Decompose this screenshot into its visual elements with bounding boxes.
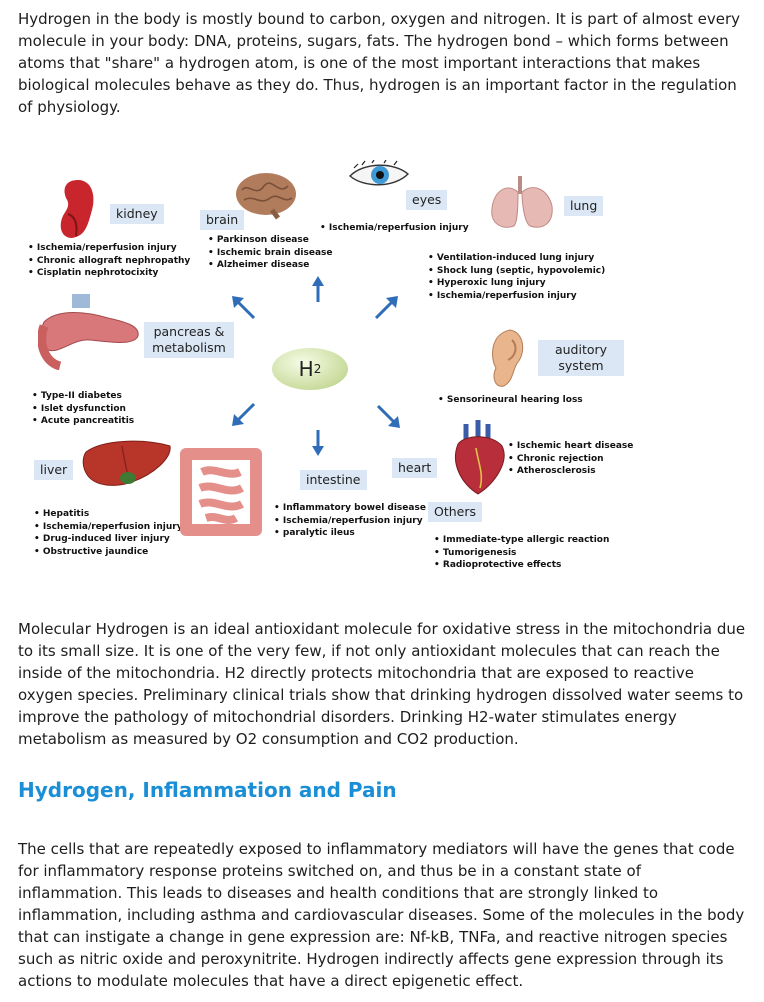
heart-effects: Ischemic heart disease Chronic rejection…: [508, 440, 633, 478]
effect-item: Parkinson disease: [208, 234, 332, 247]
effect-item: Type-II diabetes: [32, 390, 134, 403]
others-effects: Immediate-type allergic reaction Tumorig…: [434, 534, 610, 572]
effect-item: Atherosclerosis: [508, 465, 633, 478]
brain-label: brain: [200, 210, 245, 230]
brain-illustration: [236, 173, 296, 220]
eyes-effects: Ischemia/reperfusion injury: [320, 222, 469, 235]
intestine-illustration: [180, 448, 262, 536]
arrow-to-intestine: [312, 430, 324, 456]
effect-item: Drug-induced liver injury: [34, 533, 183, 546]
effect-item: Islet dysfunction: [32, 403, 134, 416]
intro-paragraph: Hydrogen in the body is mostly bound to …: [18, 10, 741, 116]
arrow-to-brain: [312, 276, 324, 302]
effect-item: Cisplatin nephrotocixity: [28, 267, 190, 280]
section-heading: Hydrogen, Inflammation and Pain: [18, 778, 397, 802]
effect-item: Ventilation-induced lung injury: [428, 252, 605, 265]
intestine-label: intestine: [300, 470, 367, 490]
heart-illustration: [455, 420, 505, 495]
auditory-effects: Sensorineural hearing loss: [438, 394, 583, 407]
effect-item: Obstructive jaundice: [34, 546, 183, 559]
ear-illustration: [492, 329, 524, 387]
arrow-to-kidney: [232, 296, 256, 320]
effect-item: Ischemia/reperfusion injury: [320, 222, 469, 235]
intestine-effects: Inflammatory bowel disease Ischemia/repe…: [274, 502, 426, 540]
others-label: Others: [428, 502, 483, 522]
effect-item: Chronic allograft nephropathy: [28, 255, 190, 268]
mitochondria-paragraph: Molecular Hydrogen is an ideal antioxida…: [18, 620, 746, 748]
effect-item: Chronic rejection: [508, 453, 633, 466]
effect-item: Ischemia/reperfusion injury: [28, 242, 190, 255]
kidney-label: kidney: [110, 204, 164, 224]
effect-item: Alzheimer disease: [208, 259, 332, 272]
arrow-to-heart: [376, 404, 400, 428]
lung-label: lung: [564, 196, 604, 216]
effect-item: Ischemic brain disease: [208, 247, 333, 260]
pancreas-illustration: [38, 294, 139, 370]
h2-symbol: H: [298, 357, 314, 381]
effect-item: Acute pancreatitis: [32, 415, 134, 428]
effect-item: Shock lung (septic, hypovolemic): [428, 265, 605, 278]
kidney-effects: Ischemia/reperfusion injury Chronic allo…: [28, 242, 190, 280]
liver-illustration: [82, 440, 171, 486]
inflammation-paragraph: The cells that are repeatedly exposed to…: [18, 840, 745, 990]
effect-item: Sensorineural hearing loss: [438, 394, 583, 407]
lung-illustration: [491, 176, 553, 228]
auditory-label: auditory system: [538, 340, 624, 376]
arrow-to-liver: [232, 402, 256, 426]
liver-label: liver: [34, 460, 74, 480]
eye-illustration: [348, 160, 410, 186]
arrow-to-lung: [374, 296, 398, 320]
kidney-illustration: [60, 180, 94, 238]
lung-effects: Ventilation-induced lung injury Shock lu…: [428, 252, 605, 302]
pancreas-effects: Type-II diabetes Islet dysfunction Acute…: [32, 390, 134, 428]
effect-item: Tumorigenesis: [434, 547, 609, 560]
eyes-label: eyes: [406, 190, 448, 210]
effect-item: Ischemia/reperfusion injury: [274, 515, 426, 528]
pancreas-label: pancreas & metabolism: [144, 322, 234, 358]
effect-item: Radioprotective effects: [434, 559, 609, 572]
brain-effects: Parkinson disease Ischemic brain disease…: [208, 234, 333, 272]
effect-item: Ischemia/reperfusion injury: [428, 290, 605, 303]
effect-item: Hyperoxic lung injury: [428, 277, 605, 290]
effect-item: Inflammatory bowel disease: [274, 502, 426, 515]
heart-label: heart: [392, 458, 438, 478]
h2-subscript: 2: [313, 362, 322, 376]
effect-item: paralytic ileus: [274, 527, 426, 540]
effect-item: Immediate-type allergic reaction: [434, 534, 610, 547]
h2-organ-diagram: kidney Ischemia/reperfusion injury Chron…: [18, 160, 658, 590]
effect-item: Ischemia/reperfusion injury: [34, 521, 183, 534]
effect-item: Ischemic heart disease: [508, 440, 633, 453]
liver-effects: Hepatitis Ischemia/reperfusion injury Dr…: [34, 508, 183, 558]
effect-item: Hepatitis: [34, 508, 183, 521]
